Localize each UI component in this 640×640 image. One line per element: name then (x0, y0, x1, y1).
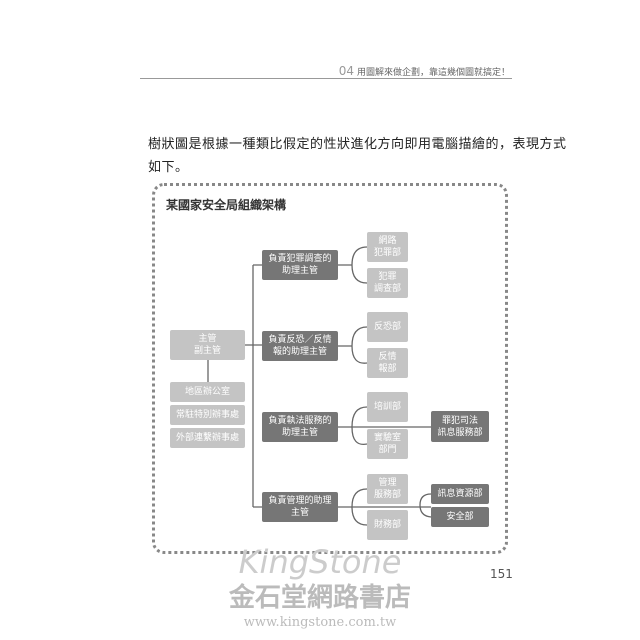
org-box-department: 財務部 (367, 510, 408, 540)
org-box-assistant: 負責執法服務的 助理主管 (262, 412, 338, 442)
org-box-sub-department: 訊息資源部 (431, 484, 489, 504)
org-box-department: 管理 服務部 (367, 474, 408, 504)
org-box-office: 地區辦公室 (170, 382, 245, 402)
org-box-assistant: 負責反恐／反情 報的助理主管 (262, 331, 338, 361)
org-box-office: 外部連繫辦事處 (170, 428, 245, 448)
org-box-department: 反恐部 (367, 312, 408, 342)
org-box-department: 犯罪 調查部 (367, 268, 408, 298)
org-box-department: 網路 犯罪部 (367, 232, 408, 262)
org-box-office: 常駐特別辦事處 (170, 405, 245, 425)
org-box-root: 主管 副主管 (170, 330, 245, 360)
org-box-assistant: 負責管理的助理 主管 (262, 492, 338, 522)
watermark-store: 金石堂網路書店 (228, 583, 411, 613)
page-number: 151 (490, 567, 513, 581)
org-box-department: 實驗室 部門 (367, 429, 408, 459)
paragraph-line-2: 如下。 (148, 160, 189, 175)
diagram-frame (152, 183, 508, 554)
header-rule (140, 78, 512, 79)
org-box-assistant: 負責犯罪調查的 助理主管 (262, 250, 338, 280)
watermark-brand: KingStone (238, 543, 402, 581)
paragraph-line-1: 樹狀圖是根據一種類比假定的性狀進化方向即用電腦描繪的，表現方式 (148, 137, 567, 152)
diagram-title: 某國家安全局組織架構 (166, 198, 287, 212)
watermark-url: www.kingstone.com.tw (243, 615, 397, 630)
chapter-title: 用圖解來做企劃，靠這幾個圖就搞定！ (356, 68, 510, 78)
org-box-sub-department: 安全部 (431, 507, 489, 527)
org-box-sub-department: 罪犯司法 訊息服務部 (431, 411, 489, 442)
chapter-number: 04 (338, 64, 354, 78)
org-box-department: 反情 報部 (367, 348, 408, 378)
org-box-department: 培訓部 (367, 392, 408, 422)
